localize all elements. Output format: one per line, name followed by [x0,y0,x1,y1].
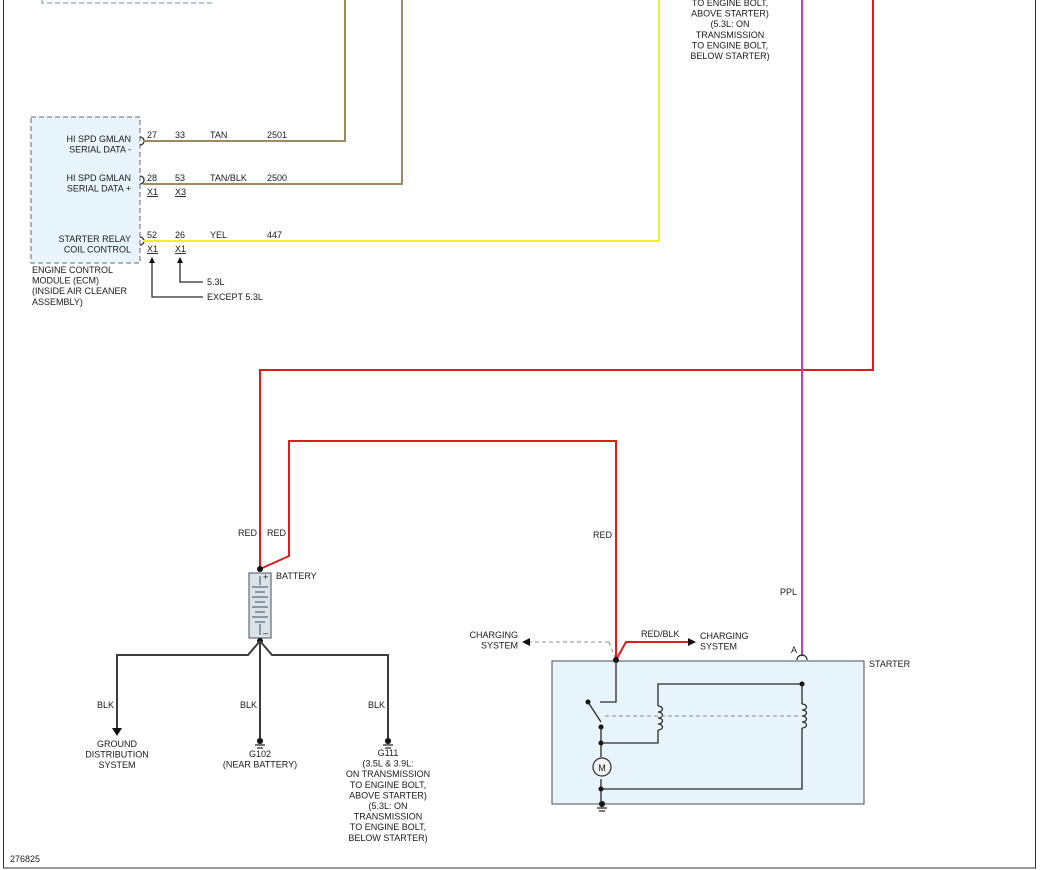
wire-tan-2501 [143,0,346,142]
battery-red-label-1: RED [238,528,258,538]
wire-color-yel: YEL [210,230,227,240]
charging-left-dash-2 [608,641,617,661]
wire-red-inner [259,440,617,660]
connector-x1-d: X1 [175,244,186,254]
battery-positive-node [257,566,263,572]
battery-red-label-2: RED [267,528,287,538]
battery-minus: – [263,628,268,638]
starter-ground-icon [597,800,607,812]
connector-x1-c: X1 [147,244,158,254]
terminal-a-label: A [791,645,797,655]
starter-red-label: RED [593,530,613,540]
diagram-id: 276825 [10,854,40,864]
g102-ground-icon [255,737,265,749]
wire-red-outer [259,0,874,569]
pin-27: 27 [147,130,157,140]
ecm-module [30,116,141,264]
circuit-2501: 2501 [267,130,287,140]
terminal-a-arc [796,654,808,661]
charging-left-arrow [522,638,530,646]
pin-28: 28 [147,173,157,183]
callout-53-line [179,258,203,283]
battery-label: BATTERY [276,571,317,581]
pin-26: 26 [175,230,185,240]
callout-except-line [151,258,203,298]
wire-color-tanblk: TAN/BLK [210,173,247,183]
wire-blk-ground-dist [116,640,261,730]
starter-internal-circuit [585,660,808,804]
wire-redblk [615,641,688,661]
starter-ppl-label: PPL [780,587,797,597]
blk-label-2: BLK [240,700,257,710]
blk-label-1: BLK [97,700,114,710]
starter-module [551,660,865,805]
variant-except-label: EXCEPT 5.3L [207,292,263,302]
callout-53-arrow [177,257,183,263]
redblk-label: RED/BLK [641,629,680,639]
charging-right-arrow [688,638,696,646]
wire-color-tan: TAN [210,130,227,140]
variant-53-label: 5.3L [207,277,225,287]
pin-33: 33 [175,130,185,140]
wire-yel-447 [143,0,660,242]
ground-dist-arrow [112,728,122,736]
pin-52: 52 [147,230,157,240]
callout-except-arrow [149,257,155,263]
blk-label-3: BLK [368,700,385,710]
starter-motor-icon [592,757,612,777]
partial-module-box [41,0,213,4]
connector-arc-28 [139,175,145,185]
g102-label: G102(NEAR BATTERY) [223,749,297,770]
connector-x1-a: X1 [147,187,158,197]
diagram-frame [3,0,1036,869]
starter-label: STARTER [869,659,911,669]
circuit-447: 447 [267,230,282,240]
motor-label: M [598,763,606,773]
circuit-2500: 2500 [267,173,287,183]
battery-plus: + [263,572,268,582]
wire-blk-g111 [259,640,389,740]
pin-53: 53 [175,173,185,183]
battery-plates [252,576,268,635]
wire-tanblk-2500 [143,0,403,185]
connector-x3: X3 [175,187,186,197]
g111-ground-icon [383,737,393,749]
